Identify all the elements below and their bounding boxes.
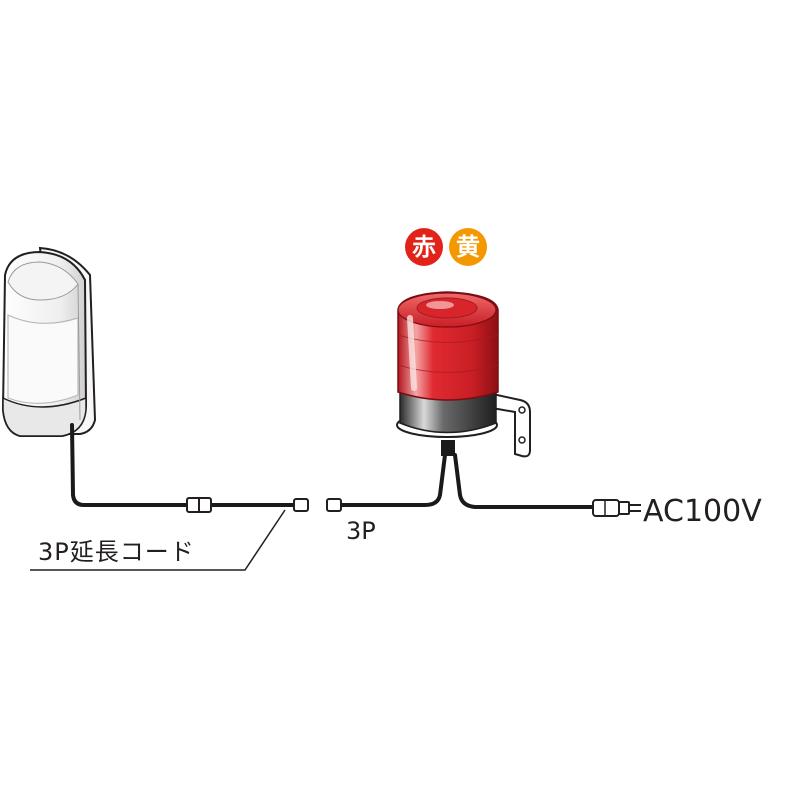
3p-connector-male [293, 498, 309, 512]
yellow-color-badge: 黄 [449, 228, 487, 266]
extension-cord-label: 3P延長コード [38, 538, 195, 566]
3p-connector [186, 497, 212, 513]
sensor-cable [70, 423, 298, 507]
lamp-cable [340, 453, 597, 509]
connector-label: 3P [346, 517, 376, 545]
warning-lamp [396, 291, 531, 458]
sensor-device [1, 246, 97, 437]
extension-cord-leader [30, 509, 286, 571]
3p-connector-female [326, 498, 342, 512]
red-color-badge: 赤 [405, 228, 443, 266]
power-label: AC100V [643, 494, 762, 529]
mounting-bracket [486, 391, 531, 458]
ac-plug [592, 499, 641, 517]
